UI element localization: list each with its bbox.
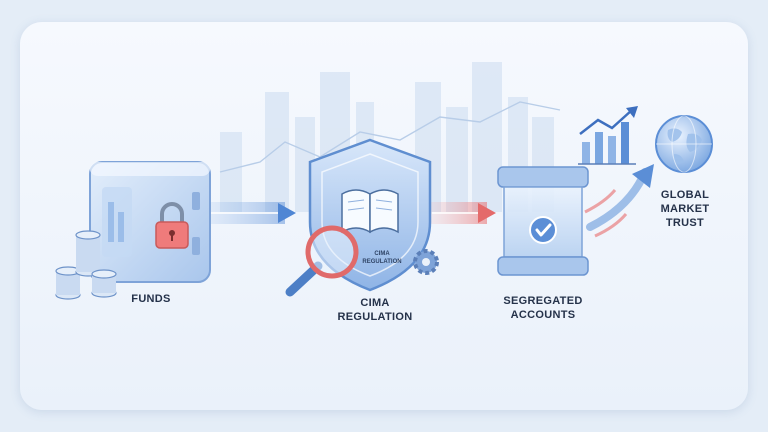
flow-arrow-2 bbox=[425, 202, 496, 224]
step-label-global-market-trust: GLOBAL MARKET TRUST bbox=[660, 189, 710, 229]
growth-chart-icon bbox=[578, 106, 638, 165]
padlock-icon bbox=[155, 202, 189, 249]
diagram-card: CIMA REGULATION bbox=[20, 22, 748, 410]
checkmark-icon bbox=[529, 216, 557, 244]
step-label-cima-regulation: CIMA REGULATION bbox=[337, 297, 413, 323]
book-caption-line1: CIMA bbox=[374, 251, 390, 257]
globe-icon bbox=[655, 115, 713, 173]
step-label-segregated-accounts: SEGREGATED ACCOUNTS bbox=[503, 295, 583, 321]
background-trend-line bbox=[219, 101, 561, 173]
book-icon bbox=[341, 189, 399, 234]
flow-arrow-1 bbox=[195, 202, 296, 224]
step-label-funds: FUNDS bbox=[131, 293, 171, 305]
book-caption-line2: REGULATION bbox=[362, 259, 401, 265]
gear-icon bbox=[413, 249, 439, 275]
magnifier-icon bbox=[285, 225, 359, 297]
vault-icon bbox=[89, 161, 211, 283]
flow-arrow-3 bbox=[584, 164, 654, 238]
flow-scene: CIMA REGULATION bbox=[55, 62, 713, 300]
coins-icon bbox=[55, 230, 117, 300]
